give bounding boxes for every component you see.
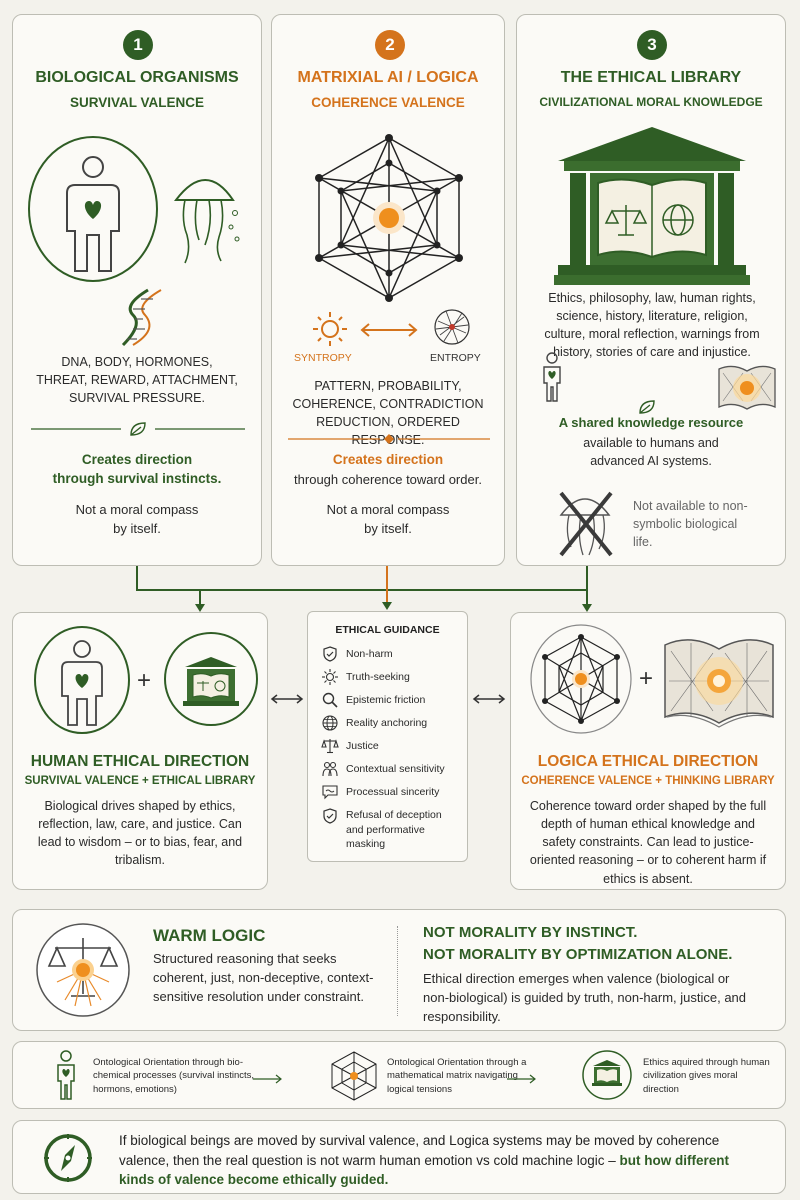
syntropy-label: SYNTROPY — [294, 352, 352, 364]
headline-optimization: NOT MORALITY BY OPTIMIZATION ALONE. — [423, 946, 733, 963]
card-subtitle: COHERENCE VALENCE — [311, 95, 465, 110]
human-ethical-direction-card: + HUMAN ETHICAL DIRECTION SURVIVAL VALEN… — [12, 612, 268, 890]
card-note: Not a moral compass by itself. — [326, 502, 450, 536]
orientation-matrix-text: Ontological Orientation through a mathem… — [387, 1057, 527, 1095]
direction-line-2: through coherence toward order. — [294, 472, 482, 487]
direction-line-1: Creates direction — [332, 452, 444, 467]
direction-subtitle: SURVIVAL VALENCE + ETHICAL LIBRARY — [24, 775, 256, 787]
chat-icon — [322, 785, 338, 800]
logica-ethical-direction-card: + LOGICA ETHICAL DIRECTION COHERENCE VAL… — [510, 612, 786, 890]
leaf-divider-icon — [31, 422, 245, 436]
scales-icon — [321, 739, 339, 754]
orientation-card: Ontological Orientation through bio-chem… — [12, 1041, 786, 1109]
plus-sign: + — [639, 665, 654, 692]
dna-icon — [121, 288, 162, 347]
number-badge: 3 — [637, 30, 667, 60]
library-building-icon — [554, 127, 750, 285]
direction-title: LOGICA ETHICAL DIRECTION — [537, 753, 759, 770]
biological-organisms-card: 1 BIOLOGICAL ORGANISMS SURVIVAL VALENCE … — [12, 14, 262, 566]
jellyfish-icon — [173, 179, 240, 264]
leaf-icon — [639, 400, 655, 414]
not-available-text: Not available to non-symbolic biological… — [633, 499, 748, 550]
shared-resource-desc: available to humans and advanced AI syst… — [583, 436, 719, 469]
people-icon — [322, 761, 338, 777]
headline-instinct: NOT MORALITY BY INSTINCT. — [423, 924, 638, 941]
double-arrow-icon — [360, 323, 418, 337]
shared-resource-title: A shared knowledge resource — [558, 415, 744, 430]
guidance-item-refusal-of-deception: Refusal of deception and performative ma… — [322, 808, 446, 852]
guidance-item-contextual-sensitivity: Contextual sensitivity — [322, 761, 445, 777]
diamond-divider-icon — [288, 434, 490, 444]
logica-card: 2 MATRIXIAL AI / LOGICA COHERENCE VALENC… — [271, 14, 505, 566]
conclusion-body: If biological beings are moved by surviv… — [119, 1133, 720, 1168]
magnifier-icon — [322, 692, 338, 708]
direction-title: HUMAN ETHICAL DIRECTION — [30, 753, 250, 770]
warm-logic-title: WARM LOGIC — [153, 926, 266, 945]
conclusion-emphasis: but how different kinds of valence becom… — [119, 1152, 730, 1188]
check-shield-icon — [323, 808, 337, 824]
card-title: THE ETHICAL LIBRARY — [560, 69, 742, 86]
library-icon — [582, 1050, 632, 1100]
guidance-item-epistemic-friction: Epistemic friction — [322, 692, 425, 708]
card-note: Not a moral compass by itself. — [75, 502, 199, 536]
guidance-item-non-harm: Non-harm — [322, 646, 393, 662]
guidance-title: ETHICAL GUIDANCE — [335, 624, 440, 636]
scales-glow-icon — [36, 923, 130, 1017]
number-badge: 1 — [123, 30, 153, 60]
card-title: BIOLOGICAL ORGANISMS — [35, 69, 239, 86]
arrow-right-icon — [507, 1074, 536, 1084]
warm-logic-card: WARM LOGIC Structured reasoning that see… — [12, 909, 786, 1031]
card-title: MATRIXIAL AI / LOGICA — [297, 69, 479, 86]
human-figure-icon — [57, 1050, 75, 1100]
compass-icon — [44, 1134, 92, 1182]
direction-description: Coherence toward order shaped by the ful… — [529, 799, 767, 886]
glowing-book-icon — [718, 365, 776, 410]
sun-icon — [322, 669, 338, 685]
matrix-network-icon — [331, 1051, 377, 1101]
guidance-item-truth-seeking: Truth-seeking — [322, 669, 410, 685]
direction-subtitle: COHERENCE VALENCE + THINKING LIBRARY — [521, 775, 775, 787]
direction-line-2: through survival instincts. — [52, 471, 222, 486]
card-description: DNA, BODY, HORMONES, THREAT, REWARD, ATT… — [36, 355, 238, 406]
entropy-icon — [434, 309, 470, 345]
guidance-item-justice: Justice — [321, 738, 379, 754]
syntropy-sun-icon — [313, 312, 347, 346]
card-subtitle: CIVILIZATIONAL MORAL KNOWLEDGE — [539, 95, 763, 109]
library-icon — [164, 632, 258, 726]
orientation-bio-text: Ontological Orientation through bio-chem… — [93, 1057, 255, 1095]
matrix-network-icon — [315, 134, 463, 302]
entropy-label: ENTROPY — [430, 352, 481, 364]
card-subtitle: SURVIVAL VALENCE — [69, 95, 205, 110]
glowing-book-icon — [664, 639, 774, 728]
ethical-guidance-card: ETHICAL GUIDANCE Non-harm Truth-seeking … — [307, 611, 468, 862]
direction-line-1: Creates direction — [81, 452, 193, 467]
warm-logic-description: Structured reasoning that seeks coherent… — [153, 951, 374, 1004]
number-badge: 2 — [375, 30, 405, 60]
small-human-icon — [543, 352, 561, 402]
guidance-item-reality-anchoring: Reality anchoring — [322, 715, 427, 731]
direction-description: Biological drives shaped by ethics, refl… — [37, 799, 243, 868]
matrix-network-icon — [530, 624, 632, 734]
conclusion-card: If biological beings are moved by surviv… — [12, 1120, 786, 1194]
human-figure-icon — [34, 626, 130, 734]
orientation-ethics-text: Ethics aquired through human civilizatio… — [643, 1057, 770, 1095]
human-figure-icon — [28, 136, 158, 282]
card-description: Ethics, philosophy, law, human rights, s… — [544, 291, 760, 360]
vertical-dotted-divider — [397, 926, 398, 1016]
emergence-description: Ethical direction emerges when valence (… — [423, 971, 747, 1024]
crossed-jellyfish-icon — [559, 491, 613, 557]
arrow-right-icon — [253, 1074, 282, 1084]
shield-icon — [323, 646, 337, 662]
ethical-library-card: 3 THE ETHICAL LIBRARY CIVILIZATIONAL MOR… — [516, 14, 786, 566]
plus-sign: + — [137, 667, 152, 694]
conclusion-text: If biological beings are moved by surviv… — [119, 1131, 759, 1190]
guidance-item-processual-sincerity: Processual sincerity — [322, 784, 439, 800]
globe-icon — [322, 715, 338, 731]
